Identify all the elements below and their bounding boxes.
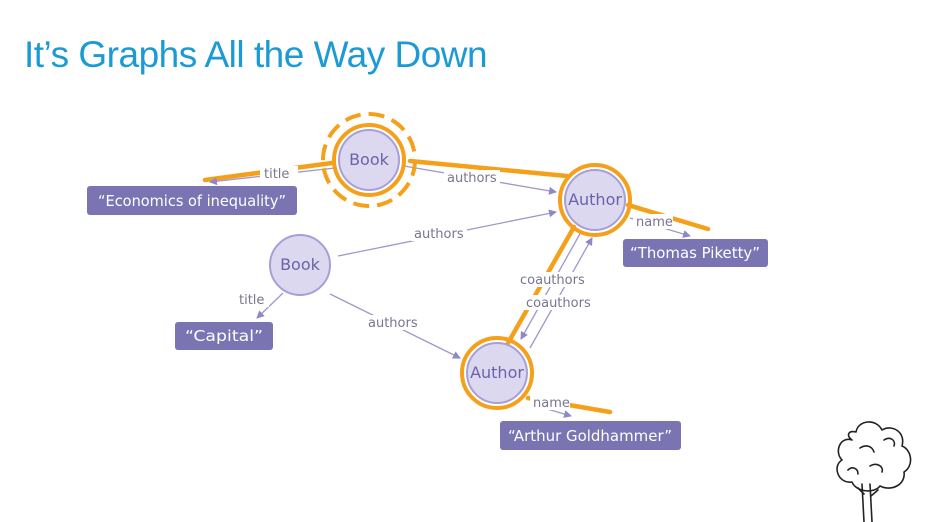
- edge-labels: title authors authors title authors name…: [237, 166, 673, 411]
- value-piketty[interactable]: “Thomas Piketty”: [623, 239, 768, 267]
- edge-label-coauthors-2: coauthors: [526, 296, 591, 311]
- value-label-capital: “Capital”: [185, 327, 263, 345]
- edge-label-authors-top: authors: [447, 171, 497, 186]
- node-label-author-top: Author: [568, 190, 622, 209]
- value-label-goldhammer: “Arthur Goldhammer”: [508, 427, 672, 445]
- value-econ[interactable]: “Economics of inequality”: [87, 186, 297, 215]
- edge-label-name-top: name: [636, 215, 673, 230]
- node-label-book-mid: Book: [280, 255, 321, 274]
- edge-label-title-mid: title: [239, 293, 264, 308]
- value-capital[interactable]: “Capital”: [175, 322, 273, 350]
- node-author-top[interactable]: Author: [558, 163, 632, 237]
- value-label-piketty: “Thomas Piketty”: [630, 244, 760, 262]
- edge-label-coauthors-1: coauthors: [520, 273, 585, 288]
- edge-title-mid: [256, 292, 284, 319]
- edge-label-title-top: title: [264, 167, 289, 182]
- edge-label-authors-mid-down: authors: [368, 316, 418, 331]
- node-book-mid[interactable]: Book: [269, 234, 331, 296]
- edge-label-authors-mid-up: authors: [414, 227, 464, 242]
- slide-title: It’s Graphs All the Way Down: [24, 34, 488, 75]
- edge-coauthors-2: [529, 237, 593, 349]
- node-label-book-top: Book: [349, 150, 390, 169]
- tree-icon: [836, 421, 912, 522]
- node-author-bottom[interactable]: Author: [460, 336, 534, 410]
- node-label-author-bottom: Author: [470, 363, 524, 382]
- value-label-econ: “Economics of inequality”: [98, 192, 286, 210]
- value-goldhammer[interactable]: “Arthur Goldhammer”: [500, 421, 681, 450]
- edge-label-name-bottom: name: [533, 396, 570, 411]
- node-book-top[interactable]: Book: [321, 112, 417, 208]
